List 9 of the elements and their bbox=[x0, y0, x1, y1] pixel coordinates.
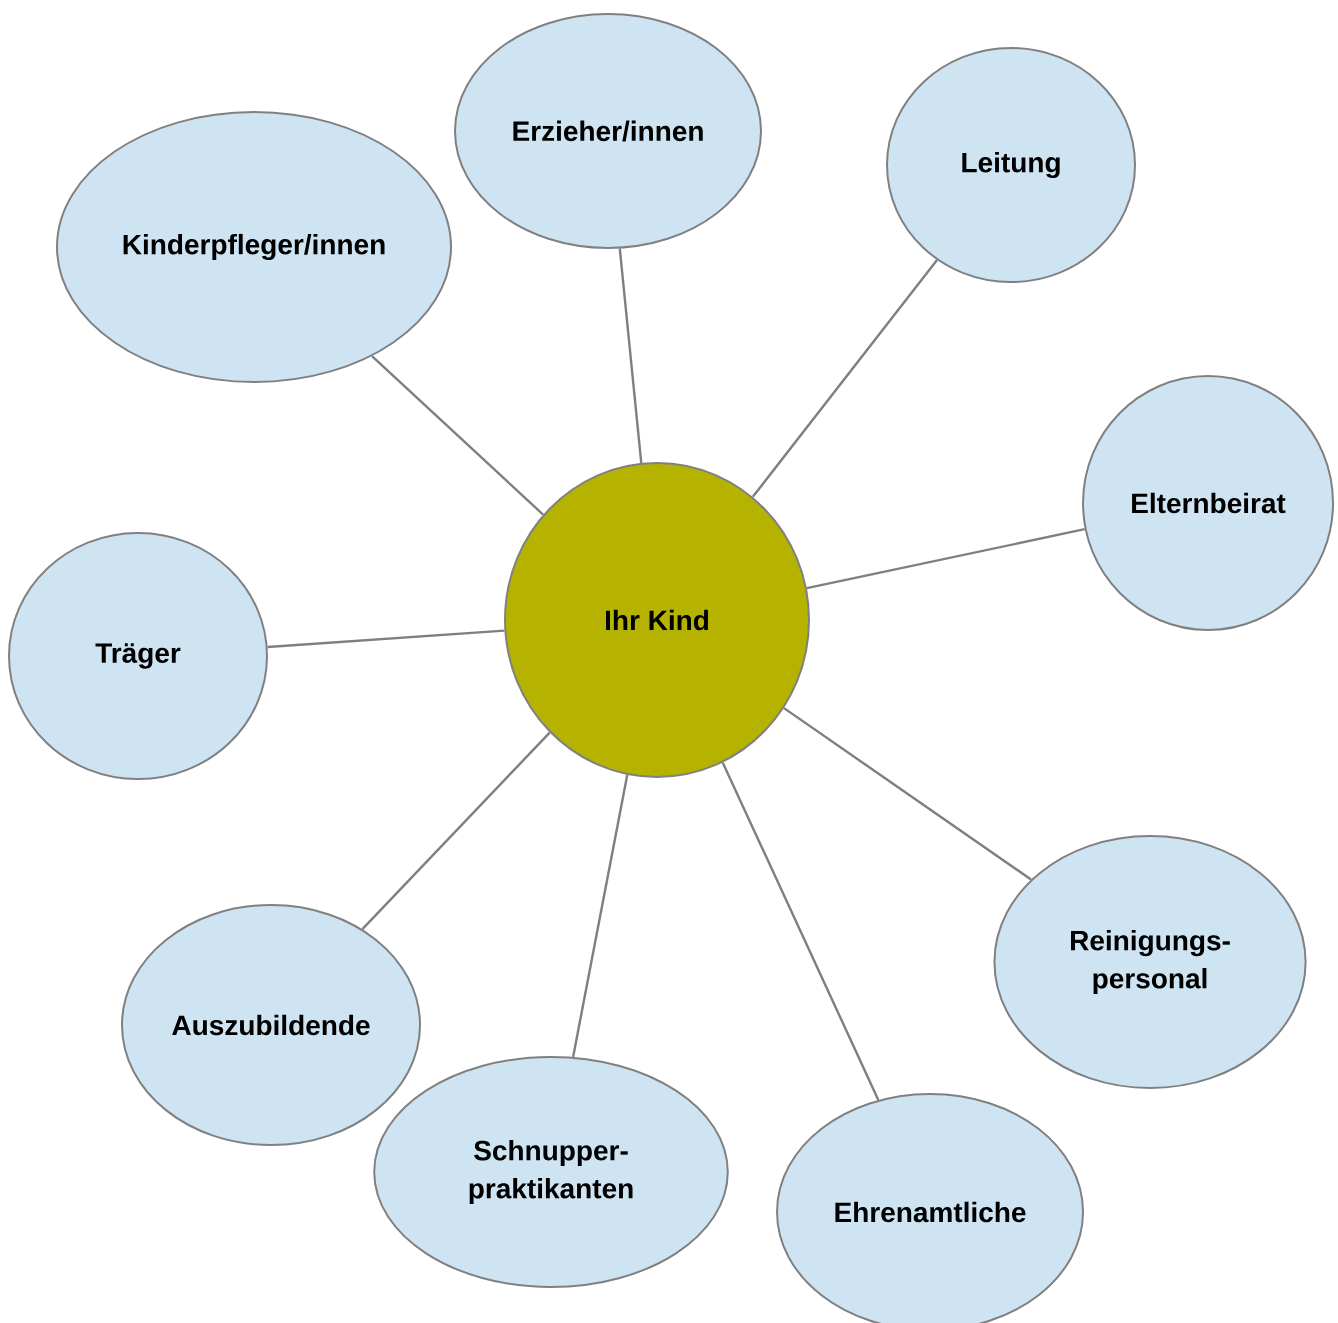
connector-line bbox=[806, 528, 1085, 590]
connector-line bbox=[618, 248, 643, 463]
connector-line bbox=[371, 355, 544, 516]
connector-line bbox=[267, 629, 505, 649]
connector-line bbox=[361, 731, 551, 930]
connector-line bbox=[751, 259, 938, 498]
connector-line bbox=[721, 762, 880, 1101]
connector-line bbox=[783, 707, 1032, 881]
connector-line bbox=[571, 774, 629, 1058]
